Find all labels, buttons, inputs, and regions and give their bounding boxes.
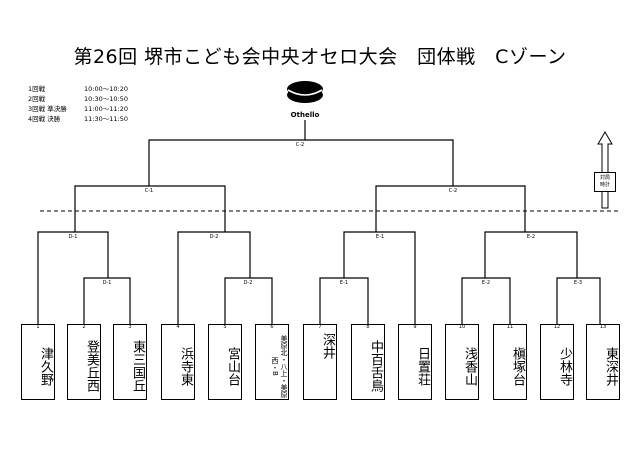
schedule-row: 2回戦 10:30〜10:50 bbox=[28, 94, 128, 104]
team-box: 13 東深井 bbox=[586, 324, 620, 400]
team-box: 10 浅香山 bbox=[445, 324, 479, 400]
schedule-time: 10:00〜10:20 bbox=[84, 85, 128, 93]
team-box: 7 深井 bbox=[303, 324, 337, 400]
team-box: 9 日置荘 bbox=[398, 324, 432, 400]
match-label-r1-c: E-1 bbox=[339, 280, 349, 286]
schedule-row: 1回戦 10:00〜10:20 bbox=[28, 84, 128, 94]
match-label-r1-a: D-1 bbox=[102, 280, 112, 286]
team-box: 4 浜寺東 bbox=[161, 324, 195, 400]
team-box: 12 少林寺 bbox=[540, 324, 574, 400]
team-name: 少林寺 bbox=[557, 346, 572, 386]
team-box: 2 登美丘西 bbox=[67, 324, 101, 400]
team-name: 宮山台 bbox=[225, 346, 240, 386]
match-label-r1-e: E-3 bbox=[573, 280, 583, 286]
team-name: 浅香山 bbox=[462, 346, 477, 386]
up-arrow-icon bbox=[597, 131, 613, 209]
team-number: 4 bbox=[176, 324, 180, 330]
team-number: 12 bbox=[553, 324, 561, 330]
team-number: 3 bbox=[128, 324, 132, 330]
page-title: 第26回 堺市こども会中央オセロ大会 団体戦 Cゾーン bbox=[73, 46, 567, 68]
team-number: 11 bbox=[506, 324, 514, 330]
match-label-final: C-2 bbox=[295, 142, 305, 148]
team-name: 津久野 bbox=[38, 346, 53, 386]
team-number: 10 bbox=[458, 324, 466, 330]
clock-note: 対局 時計 bbox=[594, 172, 616, 192]
team-box: 1 津久野 bbox=[21, 324, 55, 400]
team-number: 8 bbox=[366, 324, 370, 330]
team-box: 11 槇塚台 bbox=[493, 324, 527, 400]
match-label-qf4: E-2 bbox=[526, 234, 536, 240]
othello-logo: Othello bbox=[283, 76, 327, 119]
team-number: 13 bbox=[599, 324, 607, 330]
team-name: 中百舌鳥 bbox=[368, 340, 383, 392]
schedule-round: 1回戦 bbox=[28, 85, 46, 93]
match-label-r1-d: E-2 bbox=[481, 280, 491, 286]
team-name: 深井 bbox=[320, 333, 335, 359]
schedule-round: 2回戦 bbox=[28, 95, 46, 103]
team-number: 1 bbox=[36, 324, 40, 330]
logo-caption: Othello bbox=[290, 111, 320, 119]
match-label-qf3: E-1 bbox=[375, 234, 385, 240]
team-number: 7 bbox=[318, 324, 322, 330]
team-name: 美原北・八上・美原西・B bbox=[271, 334, 288, 398]
team-name: 槇塚台 bbox=[510, 346, 525, 386]
match-label-qf1: D-1 bbox=[68, 234, 78, 240]
team-box: 8 中百舌鳥 bbox=[351, 324, 385, 400]
team-name: 登美丘西 bbox=[84, 340, 99, 392]
team-number: 9 bbox=[413, 324, 417, 330]
match-label-semi-right: C-2 bbox=[448, 188, 458, 194]
clock-note-text: 対局 時計 bbox=[599, 175, 610, 188]
match-label-qf2: D-2 bbox=[209, 234, 219, 240]
team-box: 6 美原北・八上・美原西・B bbox=[255, 324, 289, 400]
schedule-row: 3回戦 準決勝 11:00〜11:20 bbox=[28, 104, 128, 114]
schedule-time: 11:30〜11:50 bbox=[84, 115, 128, 123]
team-name: 東三国丘 bbox=[130, 340, 145, 392]
schedule-round: 3回戦 準決勝 bbox=[28, 105, 67, 113]
schedule-time: 10:30〜10:50 bbox=[84, 95, 128, 103]
schedule-time: 11:00〜11:20 bbox=[84, 105, 128, 113]
schedule-round: 4回戦 決勝 bbox=[28, 115, 61, 123]
team-number: 2 bbox=[82, 324, 86, 330]
team-name: 日置荘 bbox=[415, 346, 430, 386]
team-name: 東深井 bbox=[603, 346, 618, 386]
schedule-list: 1回戦 10:00〜10:20 2回戦 10:30〜10:50 3回戦 準決勝 11:… bbox=[28, 84, 128, 124]
team-number: 6 bbox=[270, 324, 274, 330]
team-number: 5 bbox=[223, 324, 227, 330]
team-name: 浜寺東 bbox=[178, 346, 193, 386]
team-box: 5 宮山台 bbox=[208, 324, 242, 400]
schedule-row: 4回戦 決勝 11:30〜11:50 bbox=[28, 114, 128, 124]
match-label-r1-b: D-2 bbox=[243, 280, 253, 286]
othello-disc-icon bbox=[287, 81, 323, 103]
match-label-semi-left: C-1 bbox=[144, 188, 154, 194]
team-box: 3 東三国丘 bbox=[113, 324, 147, 400]
